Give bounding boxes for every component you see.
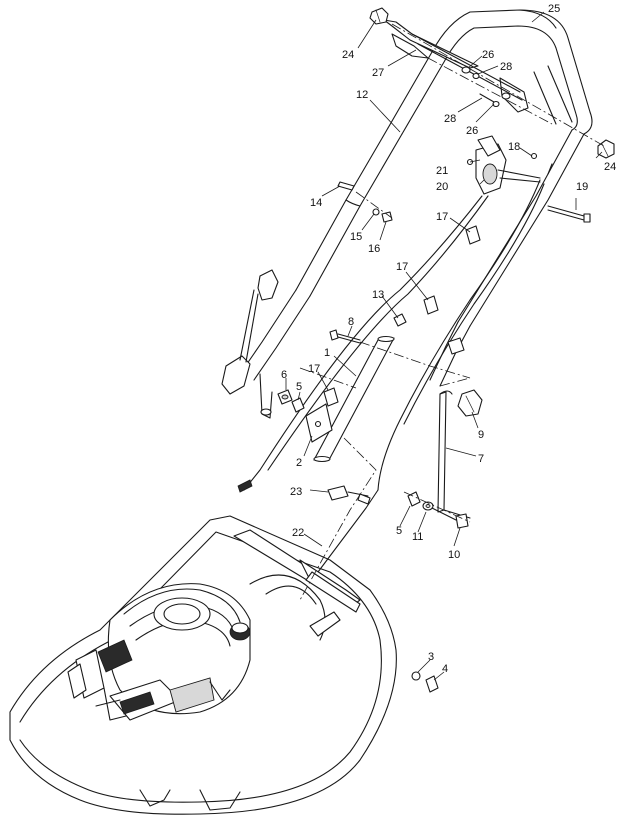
cable-end-13 (393, 313, 407, 327)
callout-5-upper: 5 (296, 381, 302, 393)
bolt-8 (329, 329, 361, 344)
callout-12: 12 (356, 89, 368, 101)
cable-adjuster-23 (327, 485, 371, 505)
callout-26-upper: 26 (482, 49, 494, 61)
callout-19: 19 (576, 181, 588, 193)
callout-15: 15 (350, 231, 362, 243)
callout-28-lower: 28 (444, 113, 456, 125)
callout-17-mid: 17 (396, 261, 408, 273)
callout-10: 10 (448, 549, 460, 561)
left-handle-lower (221, 269, 311, 419)
callout-2: 2 (296, 457, 302, 469)
washer-6 (277, 389, 293, 405)
cable-clip-17a (465, 225, 481, 245)
engine (67, 583, 251, 721)
bracket-2 (305, 403, 333, 443)
callout-4: 4 (442, 663, 448, 675)
throttle-control-20 (466, 135, 541, 195)
knob-24-upper (369, 7, 389, 25)
callout-24-upper: 24 (342, 49, 354, 61)
callout-labels: 25 24 26 28 27 12 28 26 18 21 24 20 19 1… (281, 3, 616, 675)
callout-5-lower: 5 (396, 525, 402, 537)
callout-23: 23 (290, 486, 302, 498)
callout-27: 27 (372, 67, 384, 79)
washers-26-28 (461, 66, 511, 108)
bolt-19 (547, 205, 591, 223)
knob-9 (457, 389, 483, 417)
callout-18: 18 (508, 141, 520, 153)
callout-8: 8 (348, 316, 354, 328)
callout-17-upper: 17 (436, 211, 448, 223)
callout-11: 11 (412, 531, 423, 543)
callout-25: 25 (548, 3, 560, 15)
nut-15-16 (372, 208, 393, 223)
callout-9: 9 (478, 429, 484, 441)
nut-5 (291, 397, 305, 413)
callout-21: 21 (436, 165, 448, 177)
callout-28-upper: 28 (500, 61, 512, 73)
callout-13: 13 (372, 289, 384, 301)
callout-22: 22 (292, 527, 304, 539)
pin-14 (337, 181, 355, 191)
callout-1: 1 (324, 347, 330, 359)
washer-11 (422, 501, 434, 511)
cable-clip-17c (323, 387, 339, 407)
bolt-4 (425, 675, 439, 693)
lower-tube-1 (313, 335, 395, 463)
callout-26-lower: 26 (466, 125, 478, 137)
callout-14: 14 (310, 197, 322, 209)
callout-3: 3 (428, 651, 434, 663)
callout-7: 7 (478, 453, 484, 465)
knob-24-right (597, 139, 615, 159)
callout-17-lower: 17 (308, 363, 320, 375)
bolt-10 (431, 507, 469, 529)
callout-6: 6 (281, 369, 287, 381)
callout-16: 16 (368, 243, 380, 255)
callout-20: 20 (436, 181, 448, 193)
washer-3 (411, 671, 421, 681)
leader-lines (285, 11, 603, 681)
nut-5b (407, 491, 421, 507)
callout-24-right: 24 (604, 161, 616, 173)
cable-clip-17b (423, 295, 439, 315)
